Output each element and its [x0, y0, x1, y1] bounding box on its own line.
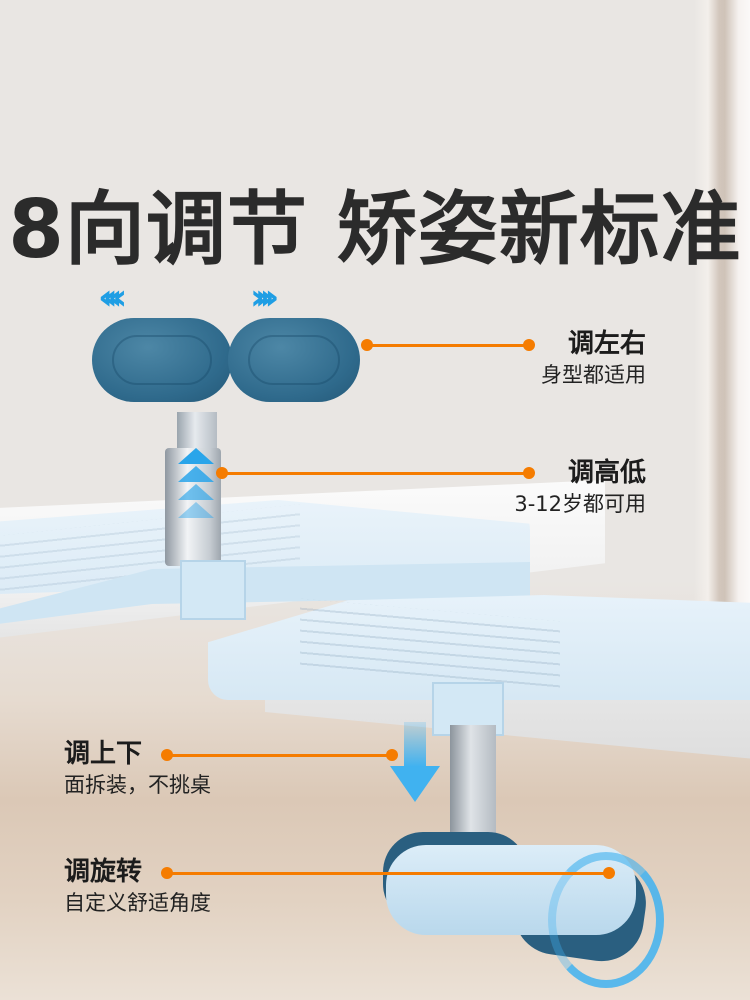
callout-dot — [523, 339, 535, 351]
chevron-left-icon: ‹‹‹‹ — [98, 277, 128, 318]
callout-subtitle: 面拆装，不挑桌 — [64, 773, 211, 797]
callout-line-height — [222, 472, 529, 475]
callout-line-left-right — [367, 344, 529, 347]
callout-title: 调高低 — [567, 458, 646, 488]
callout-subtitle: 身型都适用 — [541, 363, 646, 387]
callout-dot — [603, 867, 615, 879]
callout-title: 调上下 — [64, 739, 143, 769]
callout-line-rotation — [167, 872, 609, 875]
callout-up-down: 调上下 面拆装，不挑桌 — [64, 738, 211, 800]
arrow-down-icon — [390, 722, 440, 804]
chin-pad-right — [228, 318, 360, 402]
chevron-up-icon — [178, 448, 214, 520]
callout-dot — [386, 749, 398, 761]
chin-pad-left — [92, 318, 232, 402]
callout-left-right: 调左右 身型都适用 — [541, 328, 646, 390]
callout-subtitle: 自定义舒适角度 — [64, 891, 211, 915]
callout-subtitle: 3-12岁都可用 — [514, 492, 646, 516]
rotate-arrows-icon — [548, 852, 664, 988]
headline: 8向调节 矫姿新标准 — [8, 183, 742, 276]
callout-height: 调高低 3-12岁都可用 — [514, 457, 646, 519]
callout-rotation: 调旋转 自定义舒适角度 — [64, 856, 211, 918]
callout-line-up-down — [167, 754, 392, 757]
callout-dot — [523, 467, 535, 479]
callout-title: 调左右 — [567, 329, 646, 359]
wall-edge — [694, 0, 750, 680]
chevron-right-icon: ›››› — [250, 277, 280, 318]
callout-title: 调旋转 — [64, 857, 143, 887]
upper-clamp — [180, 560, 246, 620]
